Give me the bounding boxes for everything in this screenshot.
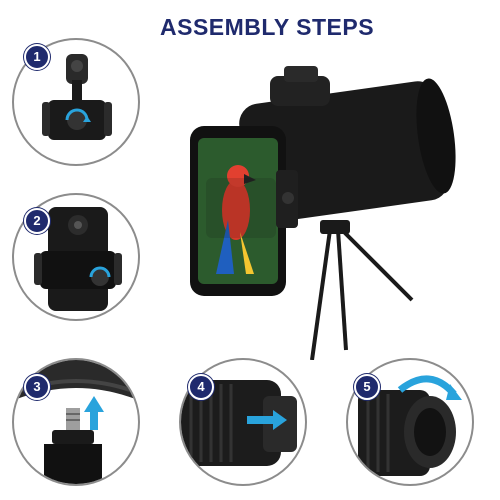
page-title: ASSEMBLY STEPS bbox=[160, 14, 375, 40]
phone-clip-rotate-icon bbox=[42, 54, 112, 140]
step-3-badge: 3 bbox=[24, 374, 50, 400]
step-1-badge: 1 bbox=[24, 44, 50, 70]
step-4-badge: 4 bbox=[188, 374, 214, 400]
step-5-badge: 5 bbox=[354, 374, 380, 400]
step-5-panel bbox=[346, 358, 474, 486]
eyepiece-arrow-right-icon bbox=[181, 380, 297, 466]
phone-clip-mounted-icon bbox=[34, 207, 122, 311]
step-2-badge: 2 bbox=[24, 208, 50, 234]
step-2-panel bbox=[12, 193, 140, 321]
monocular-product-image bbox=[190, 66, 456, 360]
focus-ring-rotate-icon bbox=[358, 375, 462, 476]
step-1-panel bbox=[12, 38, 140, 166]
